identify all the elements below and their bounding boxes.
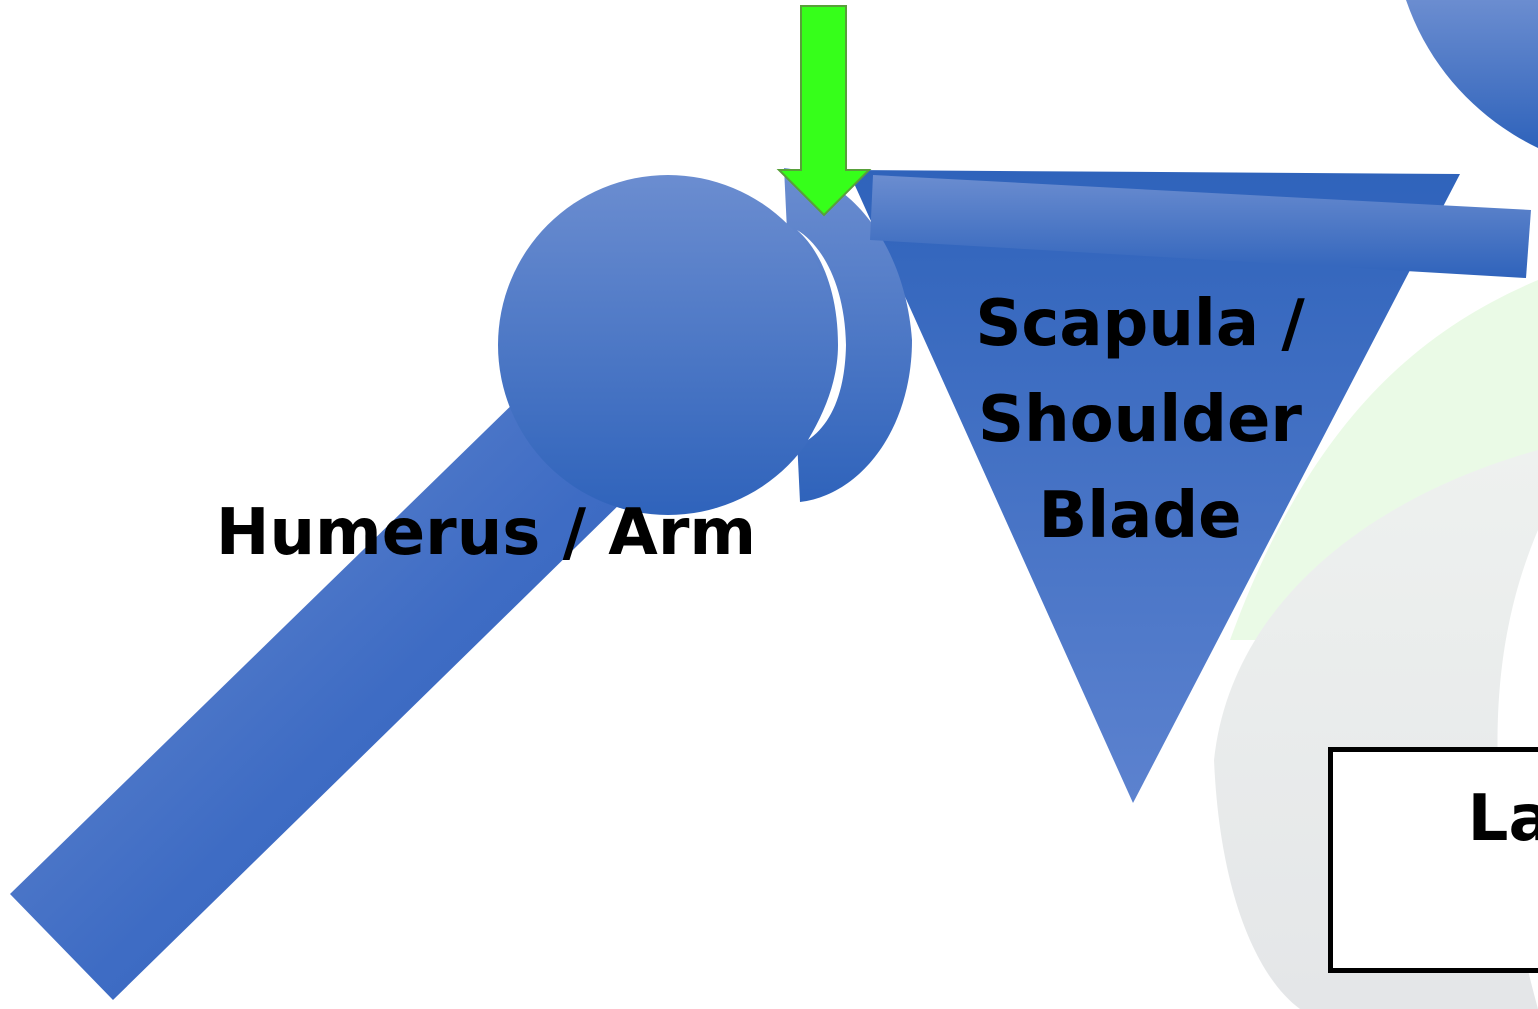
- layer-label-line-1: Layer: [1407, 782, 1538, 856]
- layer-label-box: Layer A: [1328, 747, 1538, 973]
- scapula-label-line-1: Scapula /: [930, 276, 1350, 372]
- scapula-label: Scapula / Shoulder Blade: [930, 276, 1350, 564]
- layer-label: Layer A: [1407, 782, 1538, 930]
- humeral-head: [498, 175, 838, 515]
- humerus-label: Humerus / Arm: [186, 496, 786, 572]
- humerus-shaft: [10, 395, 625, 1000]
- top-right-bone-shape: [1406, 0, 1538, 148]
- scapula-label-line-2: Shoulder: [930, 372, 1350, 468]
- down-arrow-icon: [779, 6, 869, 215]
- scapula-label-line-3: Blade: [930, 468, 1350, 564]
- layer-label-line-2: A: [1407, 856, 1538, 930]
